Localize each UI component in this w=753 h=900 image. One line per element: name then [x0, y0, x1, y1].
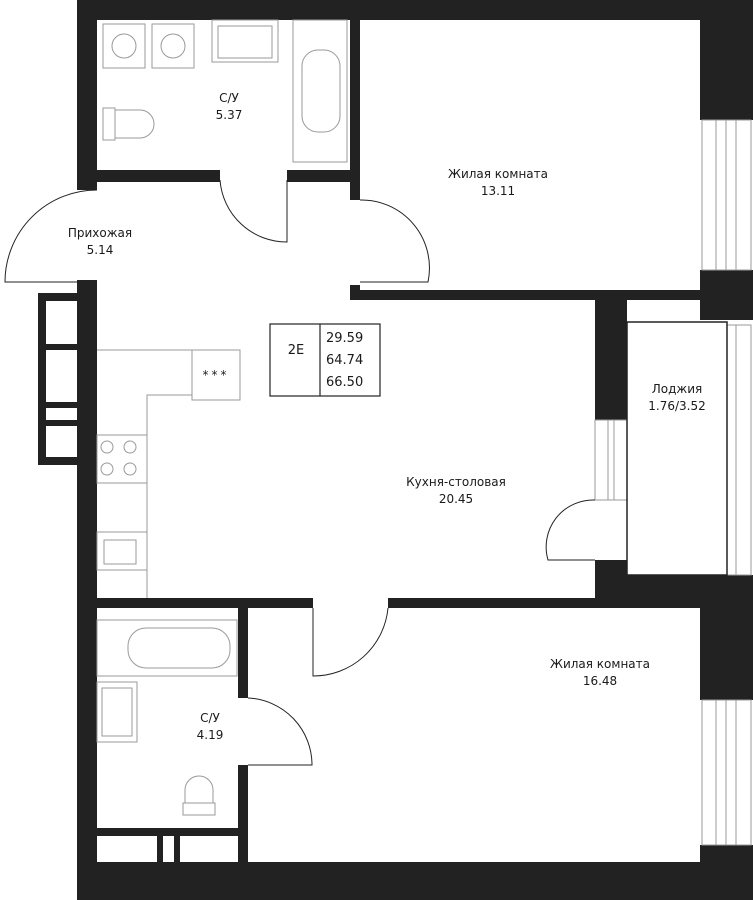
balcony-frame-top [38, 293, 78, 301]
bath-bottom-door [247, 697, 313, 766]
wall-bath-living [350, 0, 360, 200]
balcony-frame-mid3 [38, 420, 78, 426]
bathtub-bottom-icon [96, 619, 238, 677]
apartment-area-with-loggia: 66.50 [326, 375, 363, 390]
entrance-door-left [4, 189, 98, 283]
wall-living-top-bottom-2 [350, 290, 753, 300]
balcony-frame-left [38, 293, 46, 465]
washbasin-icon [211, 19, 279, 63]
wall-kitchen-bottom-right [388, 598, 753, 608]
room-living-top-name: Жилая комната [448, 167, 548, 181]
room-bath-top-area: 5.37 [216, 108, 243, 122]
kitchen-fixtures [96, 349, 241, 598]
window-loggia [725, 324, 752, 576]
bath-bottom-fixtures [96, 619, 238, 816]
bath-top-door [219, 179, 288, 243]
hob-marks: *** [203, 368, 230, 382]
balcony-frame-mid1 [38, 344, 78, 350]
toilet-bottom-icon [182, 802, 216, 816]
wall-bath-bottom-right-lower [238, 765, 248, 865]
room-bath-bottom-name: С/У [200, 711, 220, 725]
wall-vent-2 [174, 828, 180, 868]
wall-top [77, 0, 753, 20]
balcony-frame-bottom [38, 457, 78, 465]
room-living-bottom-name: Жилая комната [550, 657, 650, 671]
apartment-info-table: 2E 29.59 64.74 66.50 [269, 323, 381, 397]
room-living-top-area: 13.11 [481, 184, 515, 198]
room-kitchen-name: Кухня-столовая [406, 475, 506, 489]
room-loggia-area: 1.76/3.52 [648, 399, 705, 413]
wall-bottom [77, 862, 753, 900]
wall-vent-1 [157, 828, 163, 868]
bath-top-fixtures [102, 19, 348, 163]
living-bottom-door [312, 607, 389, 677]
walls [38, 0, 753, 900]
apartment-area-total: 64.74 [326, 353, 363, 368]
room-bath-top-name: С/У [219, 91, 239, 105]
wall-bath-bottom-right-upper [238, 608, 248, 698]
bathtub-icon [292, 19, 348, 163]
balcony-frame-mid2 [38, 402, 78, 408]
wall-kitchen-right-upper [595, 290, 627, 420]
room-loggia-name: Лоджия [652, 382, 703, 396]
wall-bath-top-bottom-left [77, 170, 220, 182]
room-hallway-name: Прихожая [68, 226, 132, 240]
wall-bath-bottom-lower [97, 828, 238, 836]
dryer-icon [151, 23, 195, 69]
doors [4, 179, 596, 766]
wall-right-1 [700, 0, 753, 120]
hood-icon [191, 349, 241, 401]
apartment-code: 2E [288, 343, 305, 358]
room-hallway-area: 5.14 [87, 243, 114, 257]
wall-kitchen-bottom-left [77, 598, 313, 608]
entrance-door-right [359, 199, 430, 283]
loggia-door-frame [594, 419, 628, 501]
room-kitchen-area: 20.45 [439, 492, 473, 506]
washing-machine-icon [102, 23, 146, 69]
cooktop-icon [96, 434, 148, 484]
wall-left-upper [77, 0, 97, 190]
wall-left-lower [77, 280, 97, 900]
wall-right-4 [700, 845, 753, 865]
room-bath-bottom-area: 4.19 [197, 728, 224, 742]
loggia-door [545, 499, 596, 561]
apartment-area-living: 29.59 [326, 331, 363, 346]
loggia-outline [626, 321, 728, 576]
room-labels: С/У 5.37 Жилая комната 13.11 Прихожая 5.… [68, 91, 706, 742]
windows [594, 119, 752, 846]
washbasin-bottom-icon [96, 681, 138, 743]
toilet-icon [102, 107, 116, 141]
wall-bath-top-bottom-right [287, 170, 360, 182]
room-living-bottom-area: 16.48 [583, 674, 617, 688]
